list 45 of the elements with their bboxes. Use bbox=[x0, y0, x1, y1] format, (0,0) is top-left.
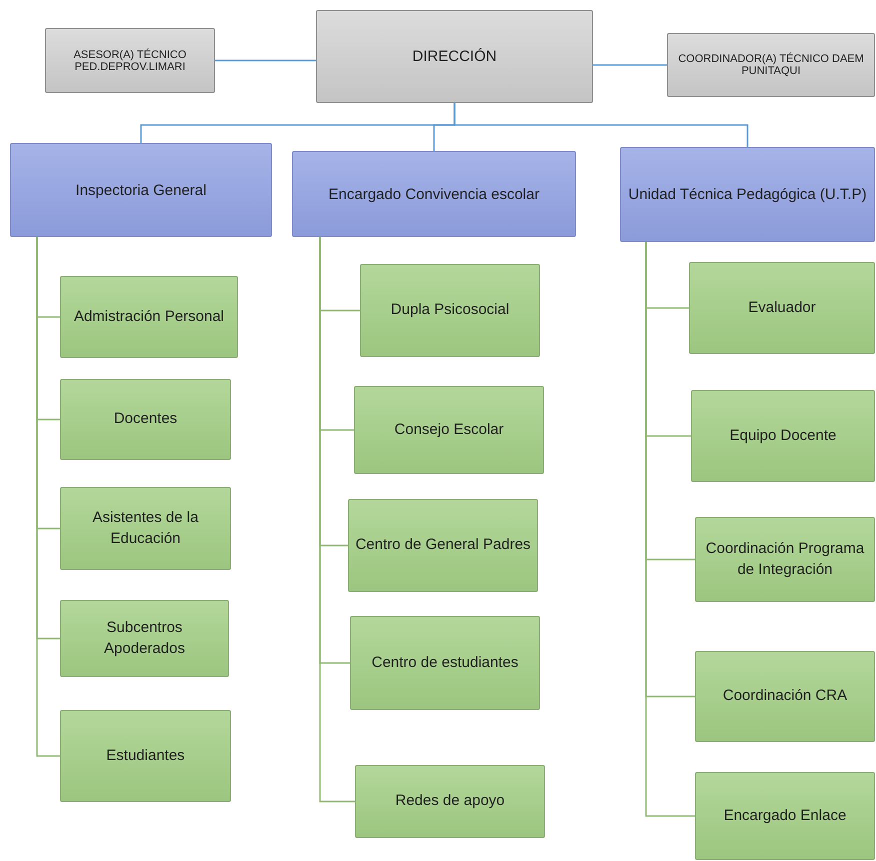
org-chart-box bbox=[695, 651, 875, 742]
box-label: Centro de estudiantes bbox=[372, 652, 518, 673]
org-chart-box bbox=[355, 765, 545, 838]
box-label: Coordinación CRA bbox=[722, 686, 848, 706]
org-chart-box bbox=[60, 487, 231, 570]
org-chart-box bbox=[695, 772, 875, 860]
box-label: Redes de apoyo bbox=[395, 791, 505, 812]
box-label: Evaluador bbox=[748, 298, 816, 318]
connector-line bbox=[454, 103, 748, 147]
box-label: Unidad Técnica Pedagógica (U.T.P) bbox=[628, 186, 867, 203]
org-chart-box bbox=[292, 151, 576, 237]
box-label: Estudiantes bbox=[106, 746, 185, 766]
org-chart-box bbox=[620, 147, 875, 242]
box-label: Inspectoria General bbox=[76, 182, 206, 198]
connector-line bbox=[593, 64, 667, 66]
org-chart-box bbox=[348, 499, 538, 592]
org-chart-box bbox=[45, 28, 215, 93]
org-chart-box bbox=[695, 517, 875, 602]
box-label: Coordinación Programa de Integración bbox=[704, 539, 866, 580]
box-label: Dupla Psicosocial bbox=[390, 300, 510, 320]
org-chart-box bbox=[360, 264, 540, 357]
org-chart-box bbox=[60, 379, 231, 460]
box-label: Encargado Convivencia escolar bbox=[328, 186, 540, 202]
box-label: Centro de General Padres bbox=[355, 535, 531, 556]
box-label: COORDINADOR(A) TÉCNICO DAEM PUNITAQUI bbox=[677, 53, 865, 77]
org-chart-box bbox=[689, 262, 875, 354]
box-label: Encargado Enlace bbox=[724, 806, 846, 826]
org-chart-box bbox=[691, 390, 875, 482]
box-label: Consejo Escolar bbox=[394, 420, 504, 440]
box-label: DIRECCIÓN bbox=[412, 48, 497, 65]
connector-line bbox=[215, 60, 316, 62]
org-chart-box bbox=[10, 143, 272, 237]
box-label: Subcentros Apoderados bbox=[103, 618, 186, 658]
org-chart-box bbox=[316, 10, 593, 103]
box-label: Equipo Docente bbox=[730, 426, 836, 446]
org-chart-box bbox=[354, 386, 544, 474]
box-label: Asistentes de la Educación bbox=[92, 508, 200, 548]
org-chart-box bbox=[60, 710, 231, 802]
org-chart-box bbox=[60, 276, 238, 358]
box-label: Admistración Personal bbox=[74, 306, 224, 327]
box-label: Docentes bbox=[114, 409, 178, 430]
org-chart-box bbox=[60, 600, 229, 677]
box-label: ASESOR(A) TÉCNICO PED.DEPROV.LIMARI bbox=[72, 48, 188, 72]
org-chart-box bbox=[350, 616, 540, 710]
org-chart-box bbox=[667, 33, 875, 97]
